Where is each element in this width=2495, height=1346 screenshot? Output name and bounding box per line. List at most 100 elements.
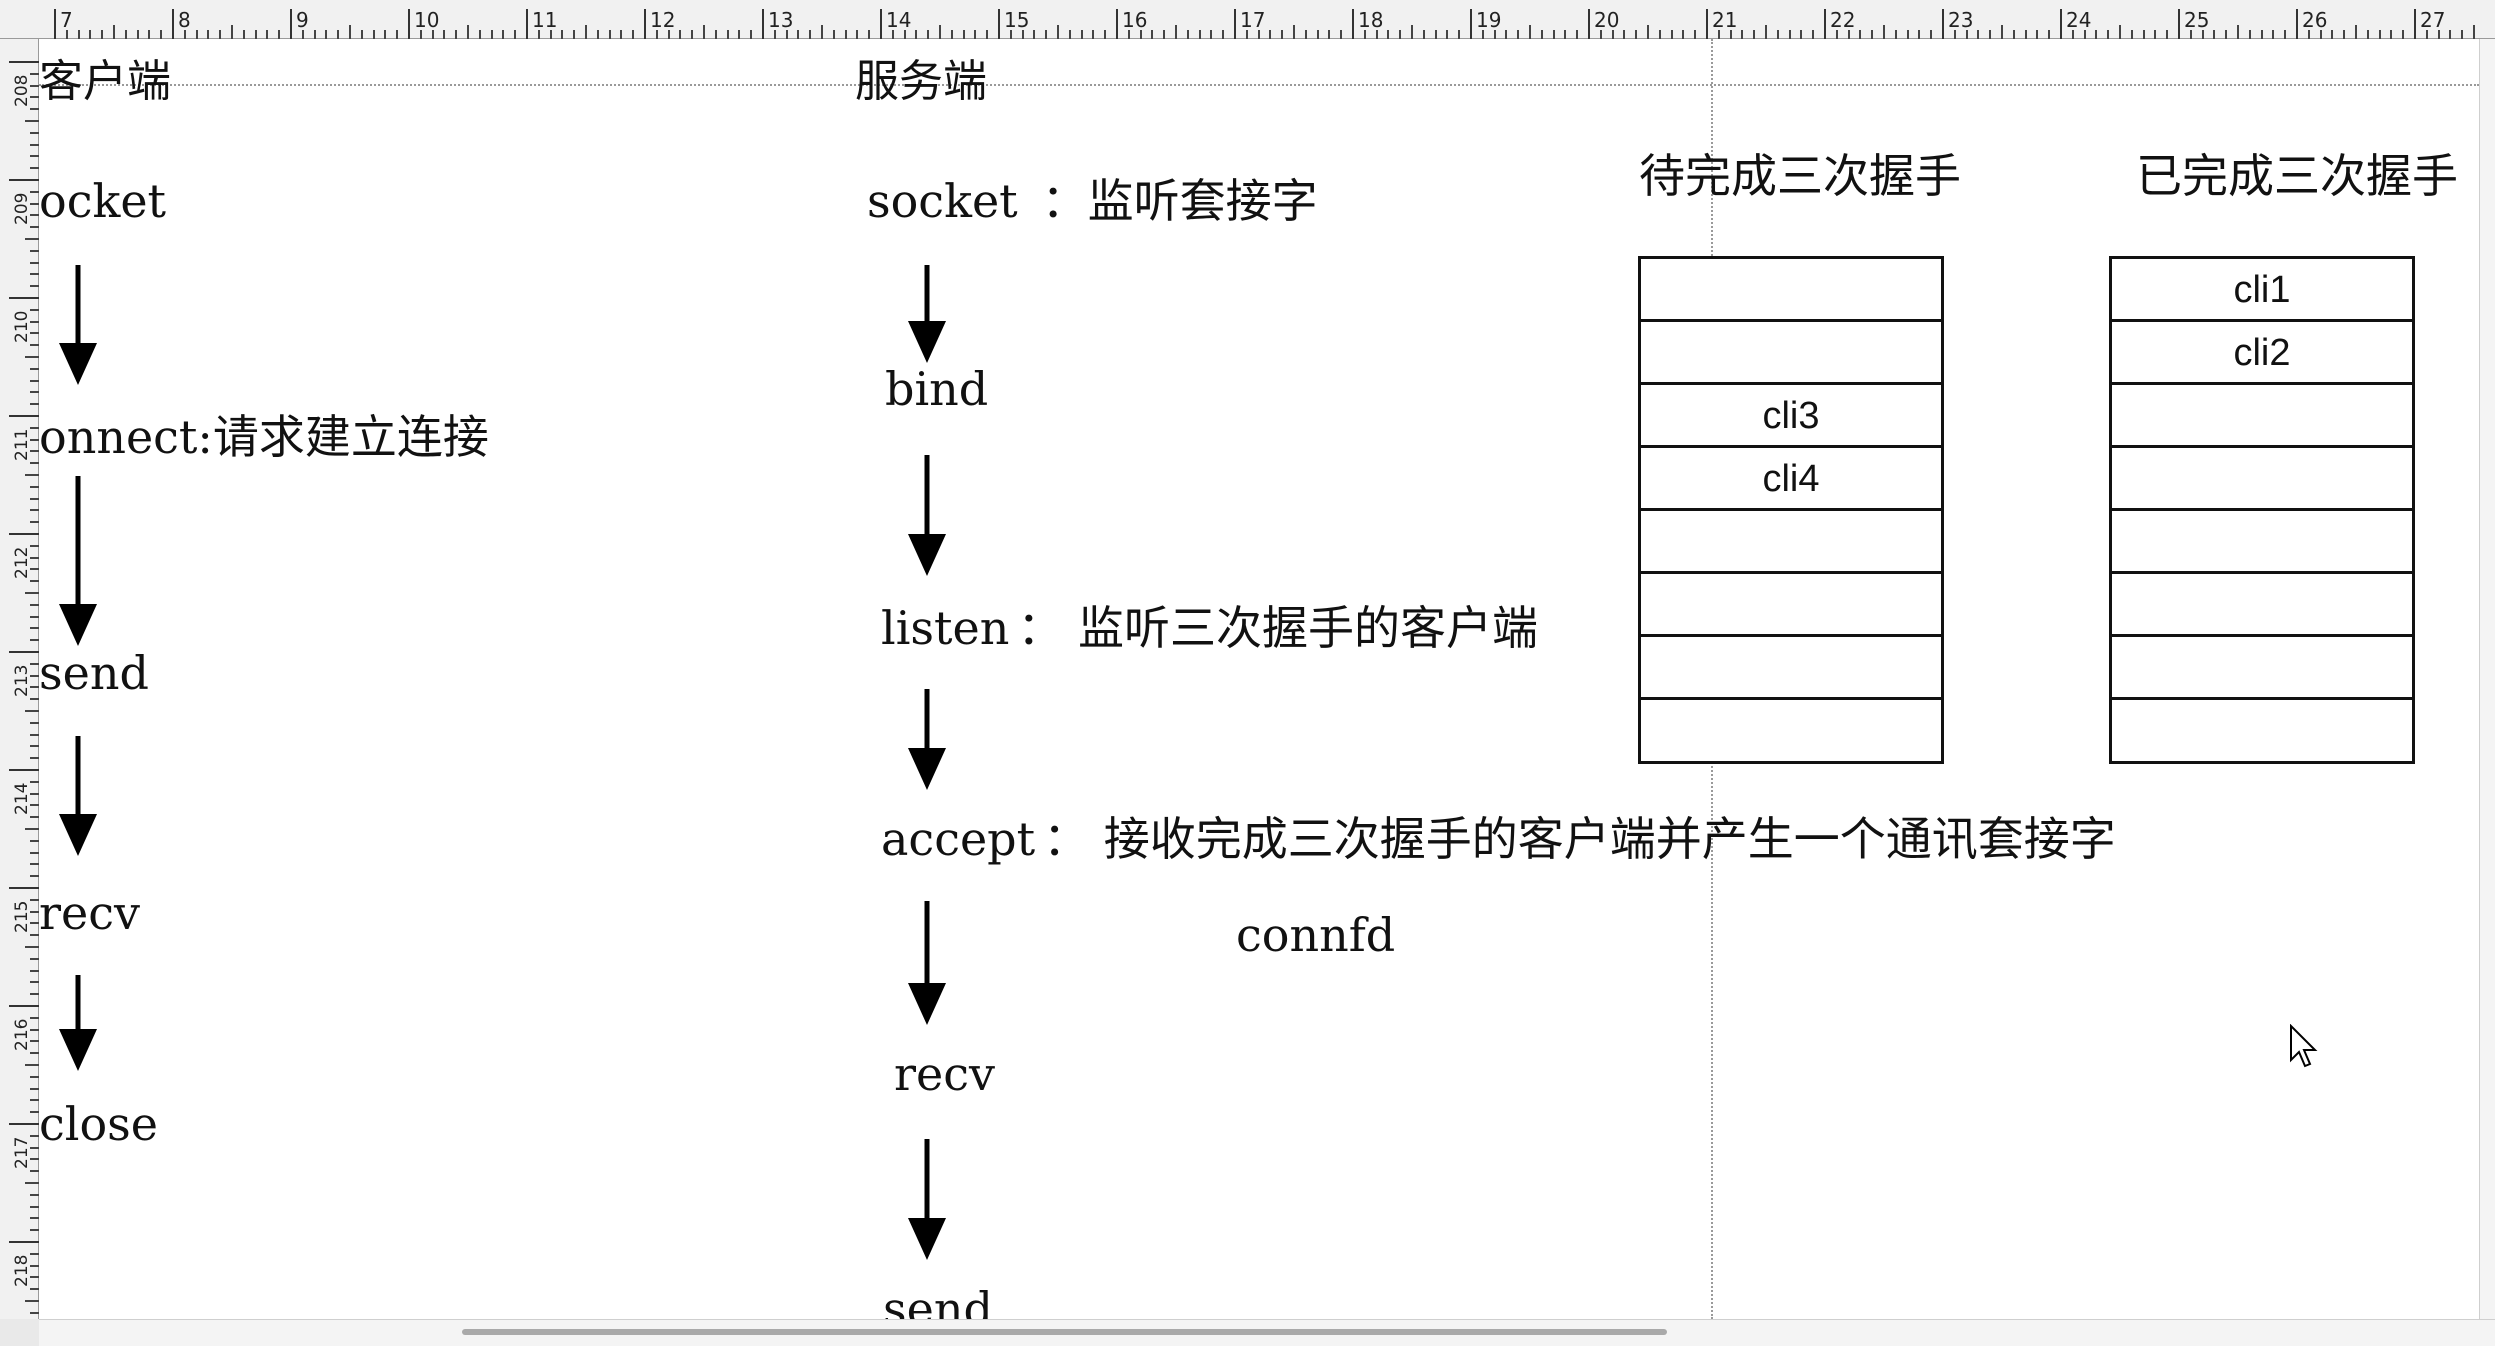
ruler-number: 8 bbox=[178, 8, 191, 32]
ruler-minor-tick bbox=[30, 969, 39, 972]
ruler-minor-tick bbox=[2272, 30, 2275, 39]
ruler-minor-tick bbox=[844, 30, 847, 39]
ruler-number: 22 bbox=[1830, 8, 1856, 32]
ruler-minor-tick bbox=[1281, 30, 1284, 39]
ruler-minor-tick bbox=[77, 30, 80, 39]
ruler-minor-tick bbox=[962, 30, 965, 39]
ruler-minor-tick bbox=[30, 639, 39, 642]
completed-queue-cell bbox=[2112, 385, 2412, 448]
ruler-minor-tick bbox=[30, 249, 39, 252]
completed-queue-cell bbox=[2112, 700, 2412, 763]
pending-queue-title: 待完成三次握手 bbox=[1639, 149, 1961, 203]
server-title: 服务端 bbox=[855, 56, 987, 107]
ruler-minor-tick bbox=[30, 320, 39, 323]
ruler-minor-tick bbox=[773, 30, 776, 39]
ruler-minor-tick bbox=[1906, 30, 1909, 39]
ruler-number: 20 bbox=[1594, 8, 1620, 32]
ruler-minor-tick bbox=[231, 25, 233, 39]
ruler-number: 11 bbox=[532, 8, 558, 32]
ruler-minor-tick bbox=[1269, 30, 1272, 39]
ruler-number: 212 bbox=[12, 546, 32, 579]
ruler-minor-tick bbox=[1658, 30, 1661, 39]
ruler-major-tick bbox=[9, 651, 39, 653]
mouse-cursor-icon bbox=[2290, 1024, 2318, 1068]
ruler-minor-tick bbox=[25, 356, 39, 358]
ruler-minor-tick bbox=[1458, 30, 1461, 39]
ruler-minor-tick bbox=[1375, 30, 1378, 39]
ruler-minor-tick bbox=[2107, 30, 2110, 39]
ruler-minor-tick bbox=[1304, 30, 1307, 39]
ruler-minor-tick bbox=[632, 30, 635, 39]
ruler-minor-tick bbox=[30, 910, 39, 913]
ruler-minor-tick bbox=[667, 30, 670, 39]
ruler-minor-tick bbox=[1493, 30, 1496, 39]
ruler-minor-tick bbox=[30, 521, 39, 524]
ruler-minor-tick bbox=[2331, 30, 2334, 39]
pending-queue-cell bbox=[1641, 574, 1941, 637]
ruler-minor-tick bbox=[2130, 30, 2133, 39]
ruler-number: 24 bbox=[2066, 8, 2092, 32]
client-arrow-4 bbox=[59, 975, 97, 1071]
ruler-minor-tick bbox=[1576, 30, 1579, 39]
ruler-major-tick bbox=[762, 9, 764, 39]
ruler-number: 209 bbox=[12, 192, 32, 225]
ruler-minor-tick bbox=[30, 863, 39, 866]
ruler-minor-tick bbox=[1057, 25, 1059, 39]
server-arrow-3 bbox=[908, 689, 946, 790]
ruler-minor-tick bbox=[1599, 30, 1602, 39]
ruler-minor-tick bbox=[30, 816, 39, 819]
ruler-minor-tick bbox=[2343, 30, 2346, 39]
ruler-major-tick bbox=[408, 9, 410, 39]
ruler-minor-tick bbox=[30, 108, 39, 111]
ruler-minor-tick bbox=[30, 72, 39, 75]
ruler-minor-tick bbox=[2166, 30, 2169, 39]
ruler-minor-tick bbox=[30, 757, 39, 760]
horizontal-scrollbar[interactable] bbox=[39, 1319, 2495, 1346]
ruler-minor-tick bbox=[25, 120, 39, 122]
ruler-minor-tick bbox=[915, 30, 918, 39]
ruler-minor-tick bbox=[419, 30, 422, 39]
ruler-number: 208 bbox=[12, 74, 32, 107]
ruler-minor-tick bbox=[30, 344, 39, 347]
ruler-minor-tick bbox=[25, 474, 39, 476]
ruler-minor-tick bbox=[1847, 30, 1850, 39]
ruler-minor-tick bbox=[30, 721, 39, 724]
ruler-minor-tick bbox=[1505, 30, 1508, 39]
ruler-minor-tick bbox=[30, 379, 39, 382]
ruler-minor-tick bbox=[30, 226, 39, 229]
ruler-minor-tick bbox=[30, 1028, 39, 1031]
completed-queue-cell bbox=[2112, 574, 2412, 637]
ruler-minor-tick bbox=[2237, 25, 2239, 39]
ruler-major-tick bbox=[526, 9, 528, 39]
ruler-minor-tick bbox=[160, 30, 163, 39]
ruler-minor-tick bbox=[1446, 30, 1449, 39]
ruler-minor-tick bbox=[30, 1158, 39, 1161]
pending-queue-cell: cli3 bbox=[1641, 385, 1941, 448]
ruler-minor-tick bbox=[30, 1075, 39, 1078]
ruler-minor-tick bbox=[30, 981, 39, 984]
ruler-minor-tick bbox=[1021, 30, 1024, 39]
ruler-minor-tick bbox=[2307, 30, 2310, 39]
ruler-number: 215 bbox=[12, 900, 32, 933]
ruler-minor-tick bbox=[30, 544, 39, 547]
horizontal-scrollbar-thumb[interactable] bbox=[462, 1329, 1667, 1335]
ruler-minor-tick bbox=[2319, 30, 2322, 39]
ruler-minor-tick bbox=[30, 627, 39, 630]
ruler-minor-tick bbox=[467, 25, 469, 39]
ruler-minor-tick bbox=[2366, 30, 2369, 39]
ruler-minor-tick bbox=[30, 1252, 39, 1255]
ruler-minor-tick bbox=[360, 30, 363, 39]
ruler-minor-tick bbox=[1694, 30, 1697, 39]
document-canvas[interactable]: 客户端 ocket onnect:请求建立连接 send recv close … bbox=[39, 39, 2479, 1319]
ruler-major-tick bbox=[1352, 9, 1354, 39]
ruler-minor-tick bbox=[30, 1040, 39, 1043]
ruler-minor-tick bbox=[1257, 30, 1260, 39]
ruler-minor-tick bbox=[113, 25, 115, 39]
ruler-minor-tick bbox=[266, 30, 269, 39]
vertical-scrollbar[interactable] bbox=[2479, 39, 2495, 1319]
ruler-minor-tick bbox=[30, 556, 39, 559]
server-step-recv: recv bbox=[894, 1047, 995, 1101]
